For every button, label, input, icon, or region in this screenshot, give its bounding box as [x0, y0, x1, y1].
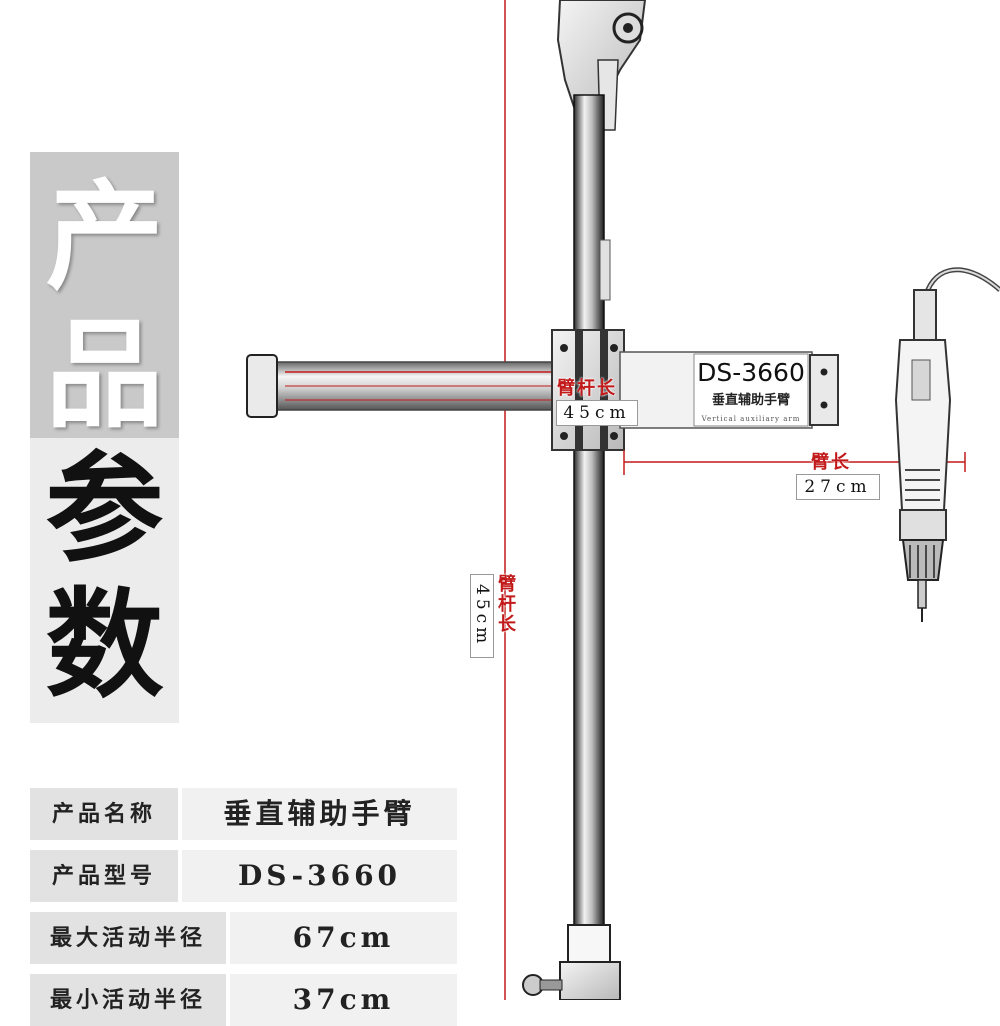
screwdriver-illustration — [894, 267, 1000, 622]
horizontal-dimension-label: 臂杆长 — [557, 378, 617, 399]
title-panel-bottom — [30, 438, 179, 723]
spec-label: 产品名称 — [30, 788, 178, 840]
arm-dimension-label: 臂长 — [811, 452, 851, 473]
vertical-dimension-label: 臂杆长 — [495, 574, 516, 634]
spec-label: 最小活动半径 — [30, 974, 226, 1026]
vertical-rod — [573, 94, 605, 936]
title-char-4: 数 — [45, 575, 164, 714]
label-plate — [693, 353, 809, 427]
spec-value: 37cm — [230, 974, 457, 1026]
title-char-2: 品 — [45, 305, 164, 444]
horizontal-dimension-value: 45cm — [556, 400, 638, 426]
spec-value: 垂直辅助手臂 — [182, 788, 457, 840]
title-panel-top — [30, 152, 179, 438]
end-cap — [246, 354, 278, 418]
vertical-dimension-value: 45cm — [470, 574, 494, 658]
tool-mount — [809, 354, 839, 426]
spec-value: DS-3660 — [182, 850, 457, 902]
spec-value: 67cm — [230, 912, 457, 964]
title-char-1: 产 — [45, 167, 164, 306]
spec-label: 产品型号 — [30, 850, 178, 902]
lower-collar — [567, 924, 611, 966]
arm-dimension-value: 27cm — [796, 474, 880, 500]
plate-name-text: 垂直辅助手臂 — [711, 393, 790, 408]
arm-illustration — [246, 0, 1000, 1000]
spec-label: 最大活动半径 — [30, 912, 226, 964]
plate-sub-text: Vertical auxiliary arm — [701, 415, 801, 423]
plate-model-text: DS-3660 — [697, 358, 805, 387]
title-char-3: 参 — [45, 439, 164, 578]
top-joint — [556, 0, 647, 131]
